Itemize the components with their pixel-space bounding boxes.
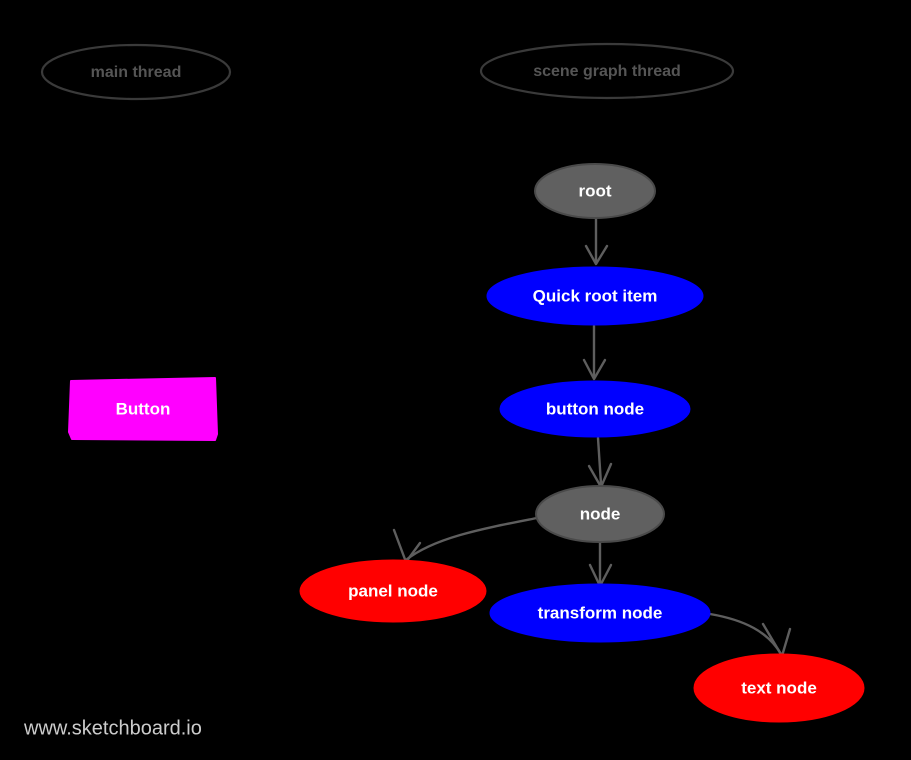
edge-node-to-panel-node[interactable] xyxy=(392,516,539,564)
node-quick-root-item[interactable]: Quick root item xyxy=(486,266,704,326)
arrowhead-icon xyxy=(584,244,609,266)
swimlane-scene-graph-thread-label: scene graph thread xyxy=(533,63,681,80)
swimlane-scene-graph-thread[interactable]: scene graph thread xyxy=(479,42,735,100)
edge-line xyxy=(596,436,603,486)
node-root[interactable]: root xyxy=(534,163,656,219)
edge-node-to-transform-node[interactable] xyxy=(588,540,613,588)
node-node[interactable]: node xyxy=(535,485,665,543)
node-button[interactable]: Button xyxy=(68,377,218,441)
node-button-node-shape xyxy=(499,380,691,438)
node-transform-node-shape xyxy=(489,583,711,643)
swimlane-main-thread-label: main thread xyxy=(91,64,182,81)
node-transform-node[interactable]: transform node xyxy=(489,583,711,643)
arrowhead-icon xyxy=(582,358,607,381)
node-node-shape xyxy=(535,485,665,543)
edge-quick-root-item-to-button-node[interactable] xyxy=(582,324,607,381)
swimlane-main-thread-ellipse xyxy=(40,43,232,101)
node-button-shape xyxy=(68,377,218,441)
edge-line xyxy=(708,612,783,656)
node-text-node[interactable]: text node xyxy=(693,653,865,723)
node-layer: root Quick root item button node node pa… xyxy=(68,163,865,723)
node-panel-node-shape xyxy=(299,559,487,623)
arrowhead-icon xyxy=(392,528,422,564)
edge-line xyxy=(404,516,539,562)
edge-transform-node-to-text-node[interactable] xyxy=(708,612,792,658)
watermark-label: www.sketchboard.io xyxy=(23,717,202,739)
node-quick-root-item-shape xyxy=(486,266,704,326)
edge-button-node-to-node[interactable] xyxy=(587,436,613,489)
node-button-node[interactable]: button node xyxy=(499,380,691,438)
node-panel-node[interactable]: panel node xyxy=(299,559,487,623)
swimlane-main-thread[interactable]: main thread xyxy=(40,43,232,101)
node-text-node-shape xyxy=(693,653,865,723)
node-root-shape xyxy=(534,163,656,219)
arrowhead-icon xyxy=(761,622,792,658)
edge-root-to-quick-root-item[interactable] xyxy=(584,217,609,266)
swimlane-scene-graph-thread-ellipse xyxy=(479,42,735,100)
